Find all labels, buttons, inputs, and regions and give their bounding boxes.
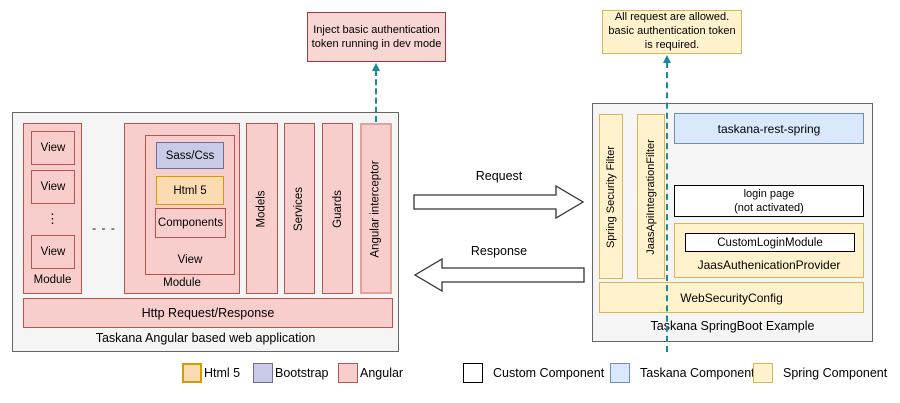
- springboot-container: Spring Security Filter JaasApiIntegratio…: [592, 103, 873, 342]
- horizontal-ellipsis: - - -: [92, 221, 116, 235]
- angular-interceptor-bar: Angular interceptor: [360, 123, 392, 294]
- view-box: View: [31, 235, 75, 269]
- note-arrowhead-icon: [663, 55, 671, 63]
- note-arrowhead-icon: [372, 63, 380, 71]
- http-request-response-bar: Http Request/Response: [23, 298, 393, 328]
- angular-interceptor-label: Angular interceptor: [370, 159, 383, 258]
- components-box: Components: [155, 208, 226, 238]
- services-bar: Services: [284, 123, 315, 294]
- response-label: Response: [470, 244, 528, 258]
- view-box: Sass/Css Html 5 Components View: [145, 135, 235, 275]
- note-connector-line: [375, 70, 377, 122]
- legend-item-bootstrap: Bootstrap: [253, 362, 329, 384]
- models-label: Models: [256, 189, 269, 228]
- request-label: Request: [475, 169, 523, 183]
- custom-login-module-box: CustomLoginModule: [685, 233, 855, 252]
- legend-label: Angular: [360, 366, 404, 380]
- login-page-line2: (not activated): [734, 202, 804, 214]
- taskana-component-swatch: [610, 363, 630, 383]
- angular-swatch: [338, 363, 358, 383]
- jaas-api-integration-filter-label: JaasApiIntegrationFilter: [645, 138, 657, 255]
- guards-bar: Guards: [322, 123, 353, 294]
- spring-component-swatch: [753, 363, 773, 383]
- angular-app-title: Taskana Angular based web application: [95, 331, 316, 345]
- springboot-title: Taskana SpringBoot Example: [650, 319, 815, 333]
- angular-app-container: View View ⋮ View Module - - - Sass/Css H…: [12, 112, 399, 352]
- module-box: Sass/Css Html 5 Components View Module: [124, 123, 240, 294]
- html5-box: Html 5: [156, 176, 224, 205]
- legend-label: Bootstrap: [275, 366, 329, 380]
- sass-css-box: Sass/Css: [156, 142, 224, 169]
- models-bar: Models: [246, 123, 278, 294]
- legend-label: Taskana Component: [640, 366, 755, 380]
- legend-label: Custom Component: [493, 366, 605, 380]
- legend-label: Html 5: [204, 366, 241, 380]
- jaas-authentication-provider-box: CustomLoginModule JaasAuthenicationProvi…: [674, 223, 864, 278]
- spring-security-filter-label: Spring Security Filter: [605, 145, 617, 248]
- legend-item-taskana: Taskana Component: [610, 362, 755, 384]
- jaas-api-integration-filter-bar: JaasApiIntegrationFilter: [637, 114, 665, 279]
- note-connector-line: [666, 62, 668, 352]
- legend-item-custom: Custom Component: [463, 362, 604, 384]
- dev-mode-note: Inject basic authentication token runnin…: [307, 12, 446, 62]
- module-box: View View ⋮ View Module: [23, 123, 82, 294]
- view-box: View: [31, 131, 75, 165]
- login-page-line1: login page: [743, 187, 795, 200]
- taskana-rest-spring-box: taskana-rest-spring: [674, 113, 864, 144]
- request-arrow-icon: [413, 183, 585, 221]
- auth-required-note: All request are allowed. basic authentic…: [602, 10, 742, 54]
- custom-component-swatch: [463, 363, 483, 383]
- jaas-authentication-provider-label: JaasAuthenicationProvider: [697, 258, 841, 272]
- view-label: View: [177, 254, 203, 266]
- legend-item-spring: Spring Component: [753, 362, 887, 384]
- legend-item-html5: Html 5: [182, 362, 240, 384]
- legend-item-angular: Angular: [338, 362, 403, 384]
- web-security-config-box: WebSecurityConfig: [599, 282, 864, 313]
- spring-security-filter-bar: Spring Security Filter: [599, 114, 623, 279]
- guards-label: Guards: [331, 189, 344, 228]
- vertical-ellipsis: ⋮: [46, 211, 59, 226]
- html5-swatch: [182, 363, 202, 383]
- login-page-box: login page (not activated): [674, 185, 864, 217]
- module-label: Module: [33, 274, 72, 286]
- bootstrap-swatch: [253, 363, 273, 383]
- response-arrow-icon: [413, 256, 585, 294]
- view-box: View: [31, 170, 75, 204]
- legend-label: Spring Component: [783, 366, 888, 380]
- module-label: Module: [163, 277, 201, 289]
- services-label: Services: [293, 186, 306, 231]
